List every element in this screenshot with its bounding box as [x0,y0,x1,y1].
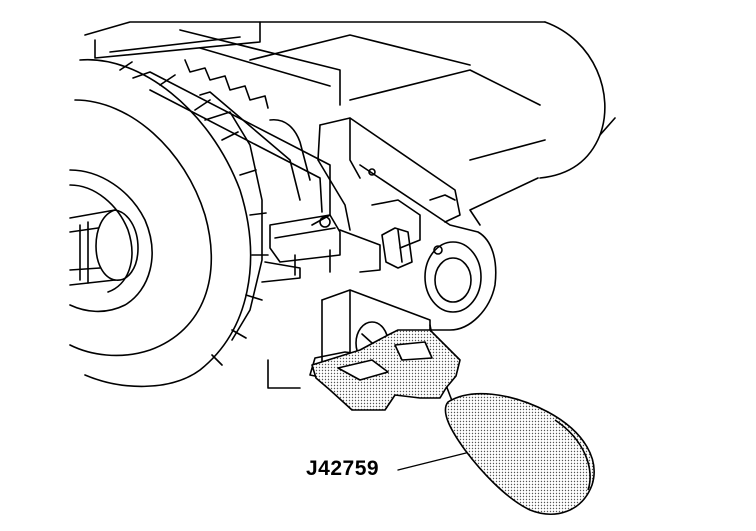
callout-leader [397,451,471,471]
tool-handle-icon [311,329,595,515]
steering-hub [69,58,269,388]
spring-bracket [132,59,341,283]
tool-number-label: J42759 [306,457,380,480]
